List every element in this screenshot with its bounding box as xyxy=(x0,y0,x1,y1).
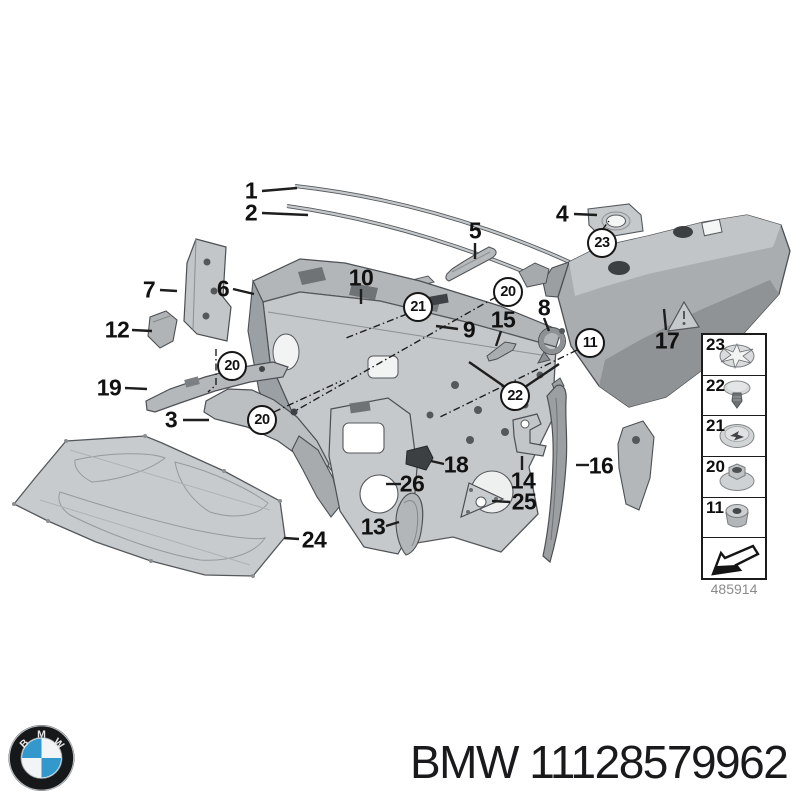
leader-line-6 xyxy=(232,287,255,296)
leader-line-20 xyxy=(294,296,497,412)
leader-line-12 xyxy=(131,328,153,333)
leader-line-17 xyxy=(662,308,668,331)
hex-nut-washer-icon xyxy=(719,463,755,492)
logo-letter-m: M xyxy=(37,729,46,741)
part-17-tunnel-insulation xyxy=(518,214,791,408)
direction-arrow-icon xyxy=(711,544,760,576)
part-number-text: BMW 11128579962 xyxy=(410,736,789,788)
leader-line-20 xyxy=(207,349,217,393)
leader-line-20 xyxy=(273,380,342,413)
part-25-triangle-plate xyxy=(460,482,505,519)
legend-row-21: 21 xyxy=(703,416,765,458)
legend-label-11: 11 xyxy=(706,497,724,517)
part-16-pillar-strip xyxy=(542,377,568,564)
part-15-strip xyxy=(486,341,517,362)
part-right-bracket xyxy=(617,420,655,511)
legend-row-20: 20 xyxy=(703,457,765,498)
leader-line-24 xyxy=(283,536,300,541)
star-lock-washer-icon xyxy=(719,343,755,370)
part-8-clamp xyxy=(537,327,566,364)
leader-line-25 xyxy=(491,499,511,504)
leader-line-4 xyxy=(573,212,598,217)
bmw-logo-icon: B M W xyxy=(8,725,75,791)
part-5-foam-pad xyxy=(445,246,497,282)
leader-line-9 xyxy=(435,324,459,331)
leader-line-2 xyxy=(261,211,309,217)
part-4-cover-plate xyxy=(587,203,644,239)
leader-line-21 xyxy=(345,313,408,339)
dome-clip-washer-icon xyxy=(719,424,755,449)
part-13-insulation-piece xyxy=(395,492,424,556)
diagram-number: 485914 xyxy=(710,581,758,597)
leader-line-18 xyxy=(430,459,445,466)
part-26-insulation-panel xyxy=(328,397,418,555)
part-18-damper-block xyxy=(405,445,434,471)
part-14-bracket xyxy=(512,413,547,457)
legend-label-23: 23 xyxy=(706,335,725,354)
legend-label-21: 21 xyxy=(706,416,725,436)
legend-row-arrow xyxy=(703,538,765,578)
legend-label-20: 20 xyxy=(706,457,725,477)
part-7-apron-bracket xyxy=(183,238,232,342)
legend-row-11: 11 xyxy=(703,498,765,539)
leader-line-1 xyxy=(261,186,298,193)
leader-line-22 xyxy=(524,363,560,388)
leader-line-13 xyxy=(385,520,400,528)
leader-line-19 xyxy=(124,386,148,391)
part-24-hood-insulation xyxy=(12,434,286,578)
legend-label-22: 22 xyxy=(706,375,725,395)
legend-row-22: 22 xyxy=(703,376,765,417)
leader-lines xyxy=(124,186,668,541)
fastener-legend: 23 22 21 20 xyxy=(701,333,767,580)
leader-line-22 xyxy=(468,361,506,388)
leader-line-15 xyxy=(494,330,503,347)
legend-row-23: 23 xyxy=(703,335,765,376)
leader-line-8 xyxy=(542,317,551,332)
expanding-rivet-icon xyxy=(723,380,751,409)
leader-line-7 xyxy=(159,288,178,293)
plastic-nut-icon xyxy=(725,503,749,528)
part-12-small-bracket xyxy=(147,310,178,349)
